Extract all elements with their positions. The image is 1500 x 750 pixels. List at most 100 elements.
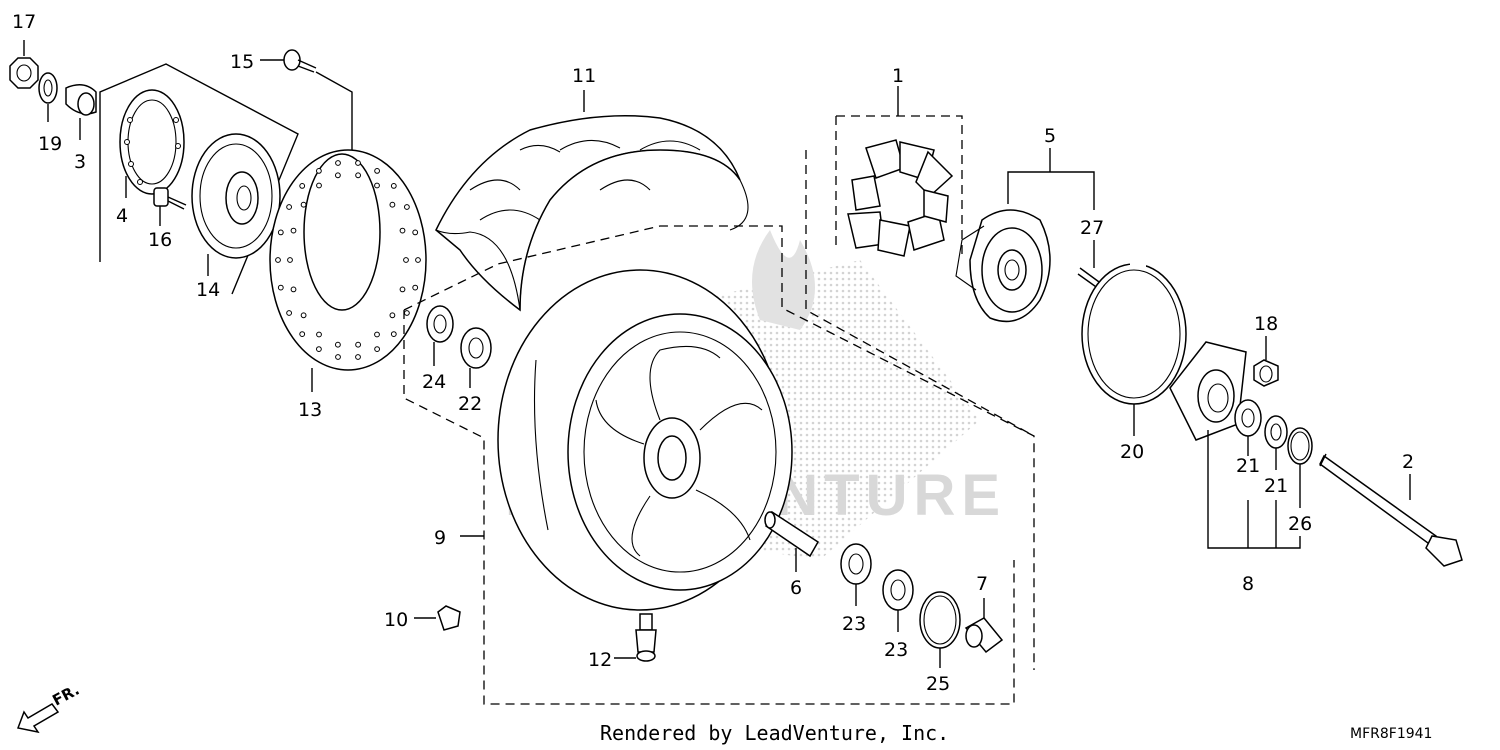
front-direction-indicator: FR. — [16, 681, 82, 734]
disc-hole — [275, 257, 281, 263]
callout-21b: 21 — [1264, 475, 1288, 497]
callout-26: 26 — [1288, 513, 1312, 535]
part-3-collar — [65, 84, 97, 116]
callout-16: 16 — [148, 229, 172, 251]
disc-hole — [404, 310, 410, 316]
callout-7: 7 — [976, 573, 988, 595]
part-4-pulser-ring — [119, 89, 185, 195]
disc-hole — [277, 284, 284, 291]
callout-14: 14 — [196, 279, 220, 301]
part-11-tire — [435, 115, 749, 312]
part-25-o-ring — [919, 591, 961, 649]
disc-hole — [287, 257, 293, 263]
callout-18: 18 — [1254, 313, 1278, 335]
disc-hole — [412, 229, 419, 236]
part-18-nut — [1253, 359, 1279, 387]
disc-hole — [316, 182, 322, 189]
disc-hole — [374, 168, 381, 174]
disc-hole — [355, 160, 361, 166]
direction-label: FR. — [49, 681, 82, 710]
part-19-washer — [38, 72, 58, 104]
watermark-flame-icon — [752, 230, 815, 330]
part-21-bearing — [1234, 399, 1262, 437]
part-13-brake-disc — [269, 149, 427, 371]
callout-8: 8 — [1242, 573, 1254, 595]
disc-hole — [355, 341, 362, 348]
disc-hole — [403, 257, 409, 263]
disc-hole — [335, 160, 341, 166]
part-5-driven-flange — [955, 209, 1051, 323]
disc-hole — [300, 201, 307, 208]
disc-hole — [335, 172, 341, 179]
part-15-bolt — [283, 49, 317, 73]
callout-15: 15 — [230, 51, 254, 73]
callout-13: 13 — [298, 399, 322, 421]
disc-hole — [316, 168, 322, 174]
part-16-bolt — [153, 187, 187, 210]
disc-hole — [374, 182, 380, 189]
disc-hole — [335, 354, 341, 360]
disc-hole — [316, 331, 322, 338]
part-23-bearing — [840, 543, 872, 585]
damper-box — [836, 115, 963, 260]
disc-hole — [374, 331, 380, 338]
disc-hole — [286, 310, 293, 316]
disc-hole — [374, 346, 381, 353]
callout-4: 4 — [116, 205, 128, 227]
callout-21a: 21 — [1236, 455, 1260, 477]
callout-23b: 23 — [884, 639, 908, 661]
brake-disc-holes — [275, 160, 421, 360]
callout-1: 1 — [892, 65, 904, 87]
disc-hole — [412, 284, 419, 291]
render-credit: Rendered by LeadVenture, Inc. — [600, 721, 949, 745]
disc-hole — [316, 346, 322, 353]
part-26-o-ring — [1287, 427, 1313, 465]
disc-hole — [299, 183, 306, 189]
part-20-snap-ring — [1081, 258, 1187, 405]
callout-23a: 23 — [842, 613, 866, 635]
part-24-bearing — [426, 305, 454, 343]
callout-2: 2 — [1402, 451, 1414, 473]
wheel-assembly-box — [403, 310, 1015, 705]
disc-hole — [389, 201, 396, 208]
callout-17: 17 — [12, 11, 36, 33]
callout-24: 24 — [422, 371, 446, 393]
disc-hole — [404, 204, 410, 210]
disc-hole — [290, 227, 297, 234]
callout-19: 19 — [38, 133, 62, 155]
callout-27: 27 — [1080, 217, 1104, 239]
disc-hole — [389, 312, 396, 319]
disc-hole — [355, 172, 362, 179]
disc-hole — [335, 341, 341, 348]
disc-hole — [277, 229, 284, 236]
part-17-nut — [9, 57, 39, 89]
disc-hole — [355, 354, 361, 360]
part-9-wheel-rim — [497, 269, 793, 611]
part-12-valve — [635, 613, 657, 662]
part-8-hub-assembly — [1169, 341, 1247, 441]
disc-hole — [286, 204, 293, 210]
disc-hole — [390, 331, 397, 338]
callout-10: 10 — [384, 609, 408, 631]
part-23-bearing-2 — [882, 569, 914, 611]
callout-22: 22 — [458, 393, 482, 415]
diagram-code: MFR8F1941 — [1350, 726, 1432, 742]
callout-3: 3 — [74, 151, 86, 173]
disc-hole — [415, 257, 421, 263]
callout-5: 5 — [1044, 125, 1056, 147]
disc-hole — [299, 331, 306, 338]
disc-hole — [390, 183, 397, 189]
part-10-clip — [437, 605, 461, 631]
disc-hole — [290, 286, 297, 293]
part-1-damper-rubbers — [847, 139, 954, 257]
part-7-collar — [964, 617, 1004, 654]
callout-12: 12 — [588, 649, 612, 671]
callout-11: 11 — [572, 65, 596, 87]
arrow-icon — [16, 703, 60, 734]
callout-20: 20 — [1120, 441, 1144, 463]
callout-6: 6 — [790, 577, 802, 599]
disc-hole — [399, 227, 406, 234]
disc-hole — [399, 286, 406, 293]
